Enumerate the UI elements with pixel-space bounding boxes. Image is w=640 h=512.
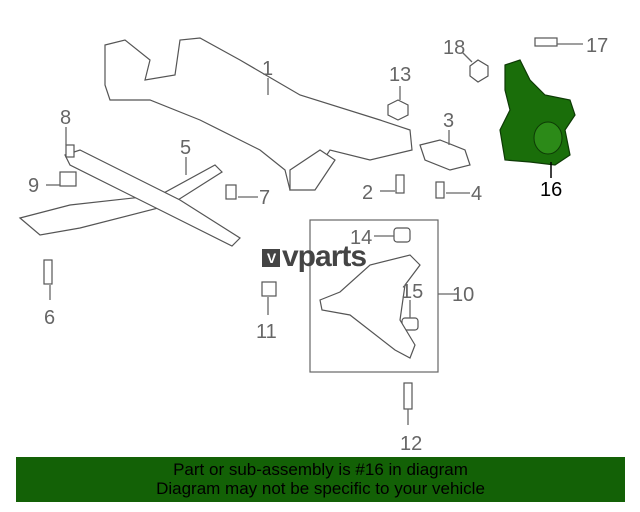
- crossmember-part-5[interactable]: [18, 149, 241, 247]
- callout-1: 1: [262, 58, 273, 80]
- callout-6: 6: [44, 307, 55, 329]
- leader-lines: [46, 43, 583, 425]
- banner-line-1: Part or sub-assembly is #16 in diagram: [173, 460, 468, 479]
- logo-mark: V: [262, 249, 280, 268]
- callout-7: 7: [259, 187, 270, 209]
- callout-8: 8: [60, 107, 71, 129]
- callout-9: 9: [28, 175, 39, 197]
- info-banner: Part or sub-assembly is #16 in diagram D…: [16, 457, 625, 502]
- control-arm-box: [309, 219, 439, 373]
- callout-13: 13: [389, 64, 411, 86]
- callout-10: 10: [452, 284, 474, 306]
- callout-15: 15: [401, 281, 423, 303]
- control-arm-part-10[interactable]: [319, 254, 421, 359]
- logo-text: vparts: [282, 240, 367, 273]
- bracket-part-3[interactable]: [419, 139, 471, 171]
- callout-11: 11: [256, 321, 277, 343]
- callout-18: 18: [443, 37, 465, 59]
- fasteners: [43, 37, 558, 410]
- callout-17: 17: [586, 35, 608, 57]
- callout-labels: 1 2 3 4 5 6 7 8 9 10 11 12 13 14 15 16 1…: [28, 35, 608, 455]
- callout-5: 5: [180, 137, 191, 159]
- callout-12: 12: [400, 433, 422, 455]
- callout-4: 4: [471, 183, 482, 205]
- callout-14: 14: [350, 227, 372, 249]
- callout-3: 3: [443, 110, 454, 132]
- callout-2: 2: [362, 182, 373, 204]
- banner-line-2: Diagram may not be specific to your vehi…: [156, 479, 485, 498]
- callout-16[interactable]: 16: [540, 179, 562, 201]
- steering-knuckle-part-16[interactable]: [499, 59, 576, 166]
- subframe-part-1[interactable]: [104, 37, 413, 191]
